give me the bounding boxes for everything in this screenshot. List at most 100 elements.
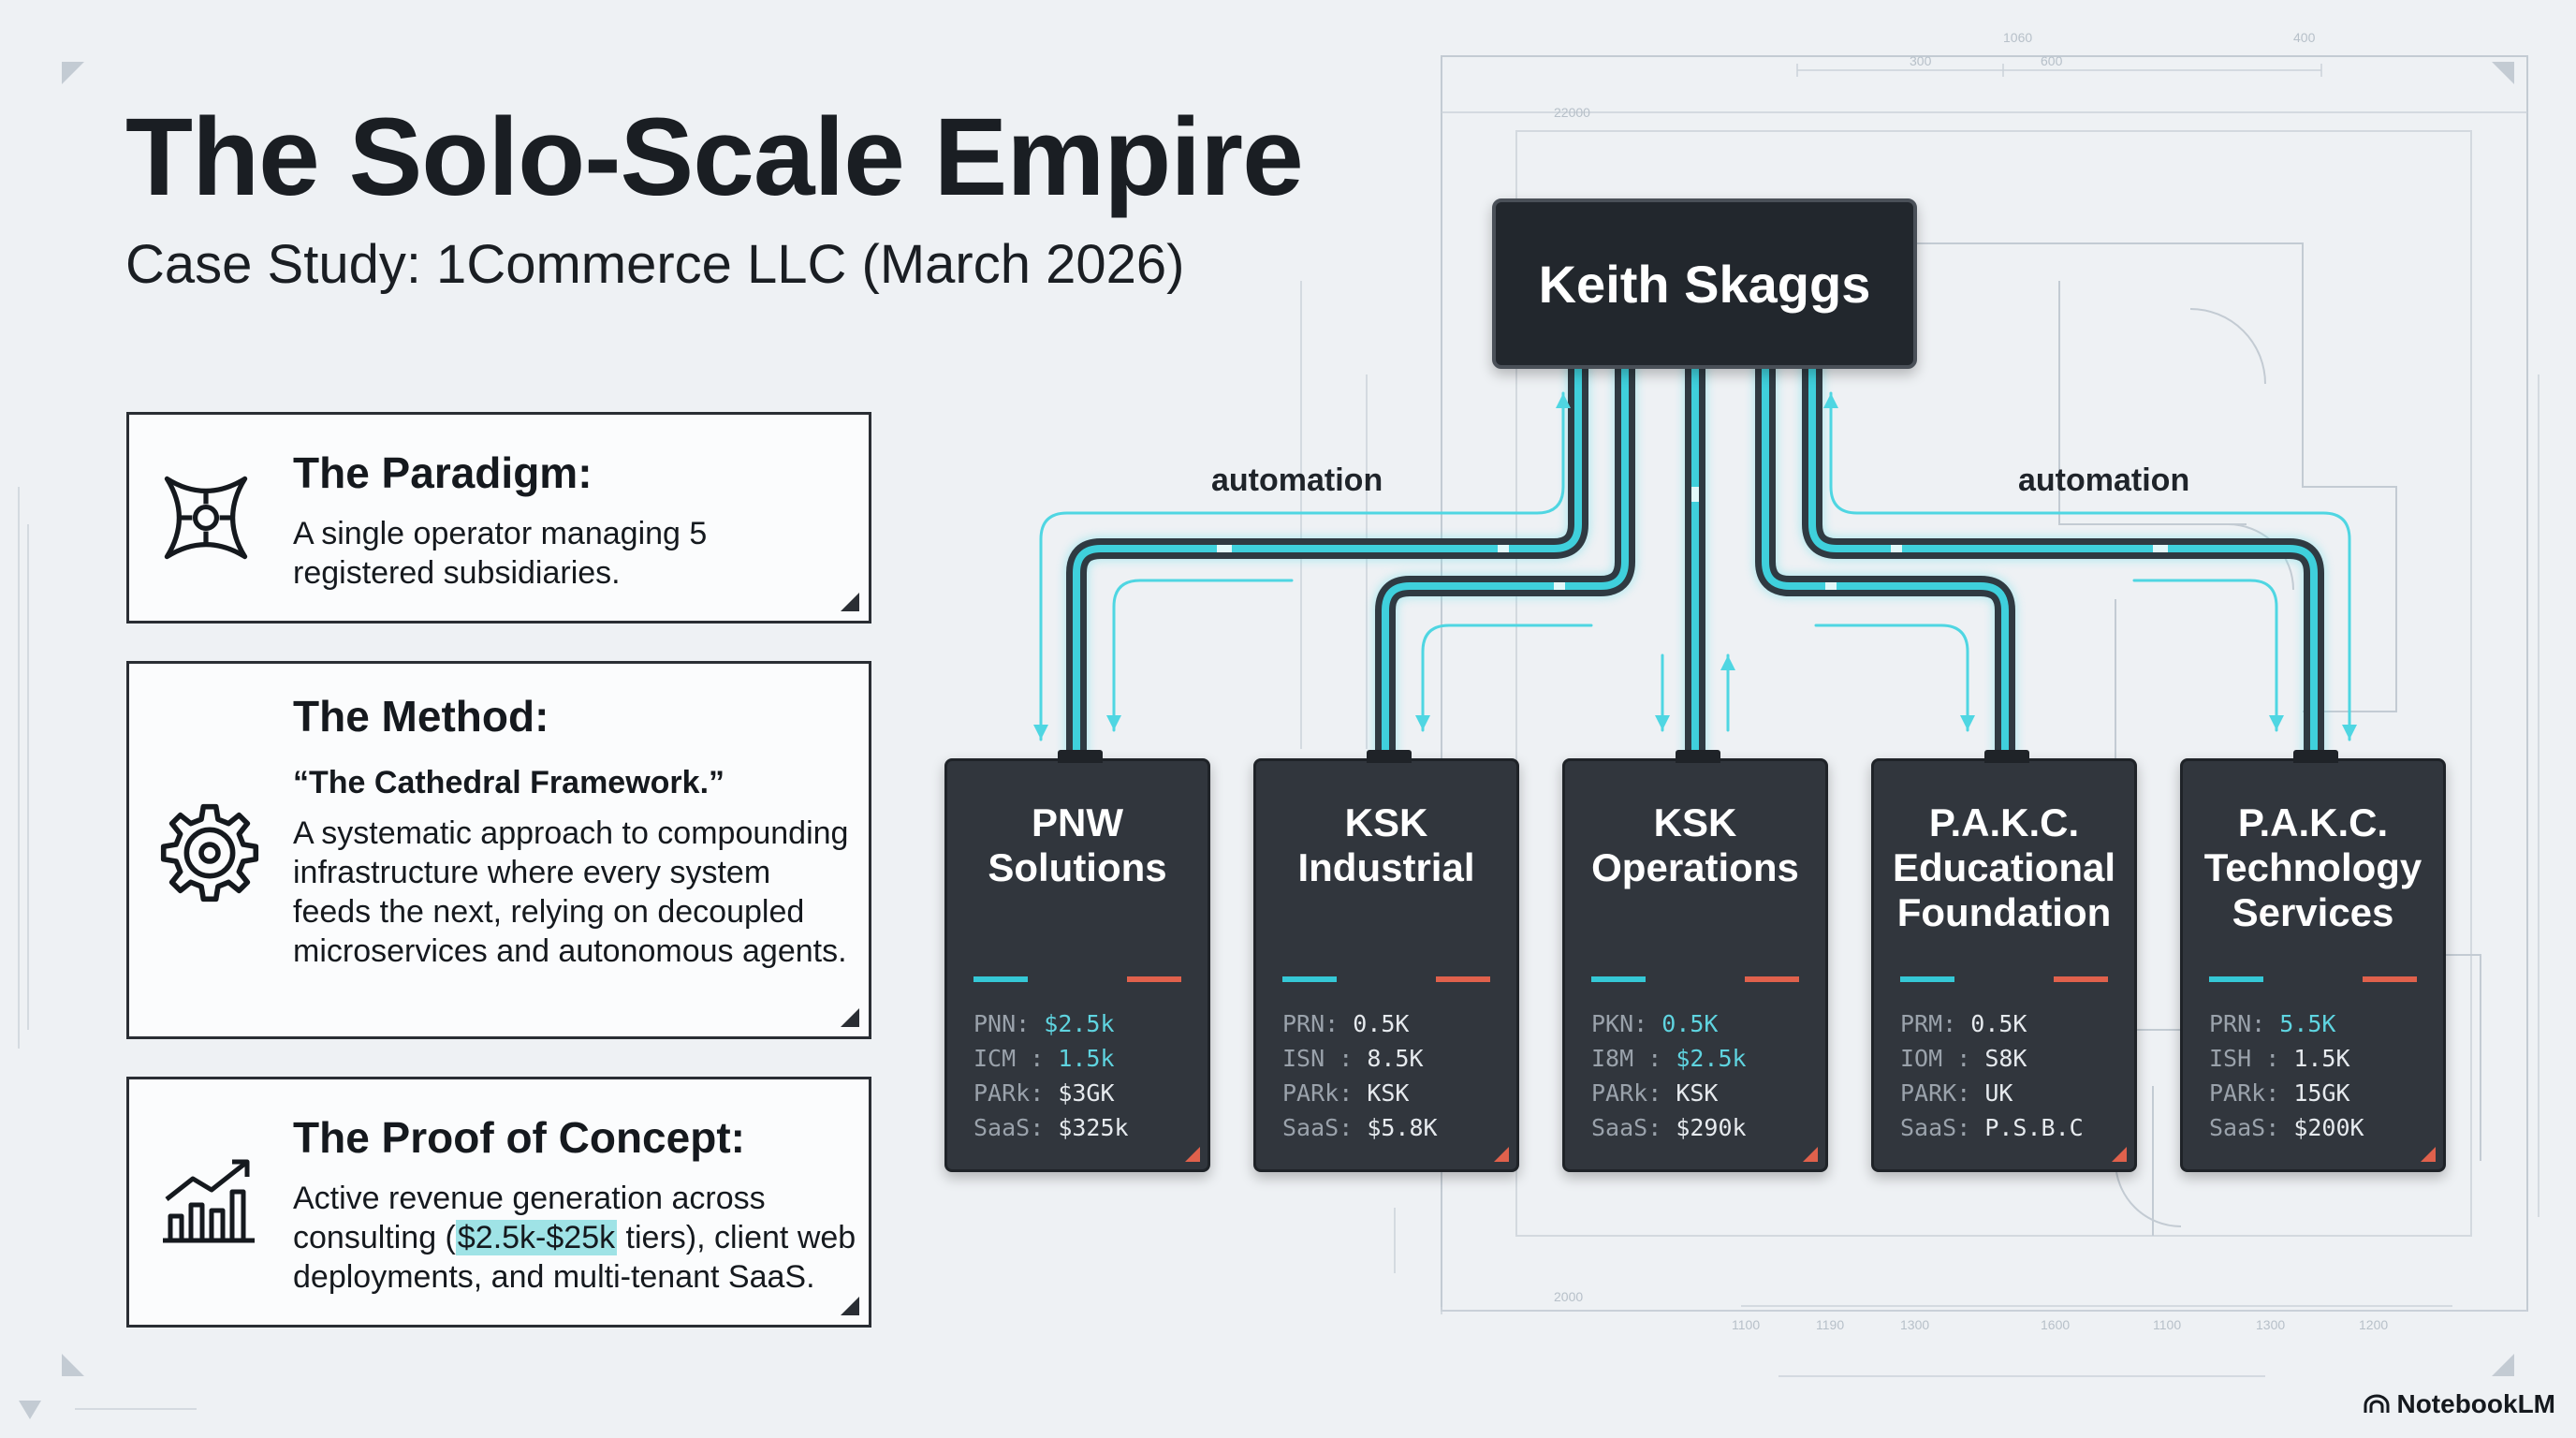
metric-value: 0.5K: [1970, 1010, 2027, 1037]
dimension-label: 1190: [1816, 1317, 1844, 1332]
automation-label-right: automation: [2018, 462, 2190, 498]
growth-chart-icon: [163, 1159, 255, 1243]
metric-value: $5.8K: [1367, 1114, 1438, 1141]
dimension-label: 1300: [1900, 1317, 1929, 1332]
metric-value: $290k: [1676, 1114, 1747, 1141]
card-connector-tab: [2293, 750, 2338, 763]
subsidiary-name: P.A.K.C. Educational Foundation: [1892, 800, 2116, 934]
paradigm-title: The Paradigm:: [293, 448, 593, 497]
dimension-label: 1200: [2359, 1317, 2388, 1332]
proof-price-highlight: $2.5k-$25k: [455, 1220, 618, 1255]
metric-row: PARk: $3GK: [973, 1076, 1129, 1110]
method-panel: The Method: “The Cathedral Framework.” A…: [126, 661, 871, 1039]
metric-value: KSK: [1676, 1079, 1719, 1107]
accent-bar-cyan: [1282, 976, 1337, 982]
proof-text-before: Active revenue generation across consult…: [293, 1181, 766, 1255]
metric-label: SaaS:: [1900, 1114, 1985, 1141]
metric-label: PARK:: [1900, 1079, 1985, 1107]
metric-row: PRN: 5.5K: [2209, 1006, 2364, 1041]
metric-row: PARk: KSK: [1591, 1076, 1747, 1110]
metric-value: $2.5k: [1044, 1010, 1115, 1037]
panel-corner-marker: [841, 593, 859, 611]
proof-text-after: tiers), client web deployments, and mult…: [293, 1220, 856, 1295]
metric-value: KSK: [1367, 1079, 1410, 1107]
panel-corner-marker: [841, 1297, 859, 1315]
metric-value: 15GK: [2293, 1079, 2350, 1107]
page-subtitle: Case Study: 1Commerce LLC (March 2026): [125, 234, 1185, 295]
card-connector-tab: [1984, 750, 2029, 763]
brand-name: NotebookLM: [2396, 1389, 2555, 1418]
page-title: The Solo-Scale Empire: [125, 95, 1304, 219]
metric-value: 0.5K: [1661, 1010, 1719, 1037]
metric-value: $200K: [2293, 1114, 2364, 1141]
metric-row: PRN: 0.5K: [1282, 1006, 1438, 1041]
dimension-label: 1100: [2153, 1317, 2181, 1332]
metric-label: I8M :: [1591, 1045, 1676, 1072]
metric-value: $3GK: [1058, 1079, 1115, 1107]
metric-label: SaaS:: [2209, 1114, 2294, 1141]
metric-label: PARk:: [1282, 1079, 1368, 1107]
metric-label: ISH :: [2209, 1045, 2294, 1072]
card-corner-marker: [1494, 1147, 1509, 1162]
subsidiary-name: KSK Industrial: [1297, 800, 1475, 889]
metric-row: SaaS: $200K: [2209, 1110, 2364, 1145]
dimension-label: 1100: [1732, 1317, 1760, 1332]
dimension-label: 22000: [1554, 105, 1590, 120]
metric-row: PARK: UK: [1900, 1076, 2084, 1110]
metric-value: 8.5K: [1367, 1045, 1424, 1072]
metric-value: 0.5K: [1353, 1010, 1410, 1037]
dimension-label: 300: [1910, 53, 1932, 68]
metrics-list: PRN: 0.5K ISN : 8.5K PARk: KSK SaaS: $5.8K: [1282, 1006, 1438, 1145]
method-title: The Method:: [293, 692, 549, 741]
metric-value: UK: [1984, 1079, 2013, 1107]
metric-label: PARk:: [2209, 1079, 2294, 1107]
automation-label-left: automation: [1211, 462, 1383, 498]
card-corner-marker: [2112, 1147, 2127, 1162]
metric-row: PRM: 0.5K: [1900, 1006, 2084, 1041]
metric-row: SaaS: $290k: [1591, 1110, 1747, 1145]
subsidiary-name: KSK Operations: [1591, 800, 1799, 889]
metric-label: SaaS:: [973, 1114, 1059, 1141]
metric-label: PKN:: [1591, 1010, 1662, 1037]
accent-bar-red: [1436, 976, 1490, 982]
star-compass-icon: [164, 476, 248, 560]
method-text: A systematic approach to compounding inf…: [293, 815, 849, 969]
accent-bar-red: [1127, 976, 1181, 982]
subsidiary-card-pakc-educational-foundation: P.A.K.C. Educational Foundation PRM: 0.5…: [1871, 750, 2137, 1172]
metric-row: SaaS: P.S.B.C: [1900, 1110, 2084, 1145]
proof-panel: The Proof of Concept: Active revenue gen…: [126, 1077, 871, 1328]
card-corner-marker: [1185, 1147, 1200, 1162]
subsidiary-name: PNW Solutions: [988, 800, 1167, 889]
metric-label: PNN:: [973, 1010, 1045, 1037]
accent-bar-red: [2054, 976, 2108, 982]
card-corner-marker: [2421, 1147, 2436, 1162]
metric-value: $2.5k: [1676, 1045, 1747, 1072]
metric-row: PARk: 15GK: [2209, 1076, 2364, 1110]
dimension-label: 1060: [2003, 30, 2032, 45]
accent-bar-red: [1745, 976, 1799, 982]
card-corner-marker: [1803, 1147, 1818, 1162]
metric-label: ISN :: [1282, 1045, 1368, 1072]
subsidiary-card-ksk-industrial: KSK Industrial PRN: 0.5K ISN : 8.5K PARk: …: [1253, 750, 1519, 1172]
metric-row: ICM : 1.5k: [973, 1041, 1129, 1076]
metric-row: I8M : $2.5k: [1591, 1041, 1747, 1076]
subsidiary-name: P.A.K.C. Technology Services: [2203, 800, 2422, 934]
metric-label: PARk:: [1591, 1079, 1676, 1107]
metric-label: PRM:: [1900, 1010, 1971, 1037]
metric-label: PRN:: [1282, 1010, 1354, 1037]
metric-row: SaaS: $5.8K: [1282, 1110, 1438, 1145]
dimension-label: 1300: [2256, 1317, 2285, 1332]
metric-row: ISH : 1.5K: [2209, 1041, 2364, 1076]
dimension-label: 1600: [2041, 1317, 2070, 1332]
metric-value: 1.5k: [1058, 1045, 1115, 1072]
dimension-label: 400: [2293, 30, 2316, 45]
metric-row: PKN: 0.5K: [1591, 1006, 1747, 1041]
proof-title: The Proof of Concept:: [293, 1113, 745, 1162]
gear-icon: [160, 803, 259, 902]
